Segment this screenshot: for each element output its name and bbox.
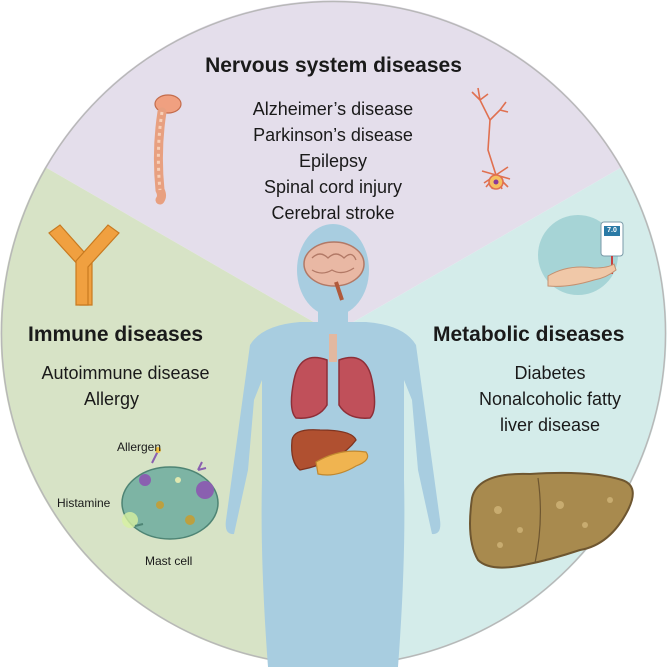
immune-item: Allergy	[84, 389, 140, 409]
liver-icon	[291, 429, 357, 471]
metabolic-list: Diabetes Nonalcoholic fatty liver diseas…	[432, 360, 667, 438]
antibody-icon	[48, 224, 120, 306]
nervous-item: Cerebral stroke	[271, 203, 395, 223]
spinal-cord-icon	[153, 94, 182, 205]
fatty-liver-icon	[469, 471, 634, 569]
nervous-item: Alzheimer’s disease	[252, 99, 414, 119]
immune-title: Immune diseases	[28, 323, 204, 346]
glucose-meter-reading: 7.0	[607, 227, 617, 234]
immune-item: Autoimmune disease	[41, 363, 210, 383]
brain-icon	[303, 241, 365, 301]
mast-cell-label: Mast cell	[145, 554, 193, 568]
nervous-list: Alzheimer’s disease Parkinson’s disease …	[210, 96, 456, 226]
nervous-item: Spinal cord injury	[263, 177, 403, 197]
neuron-icon	[471, 87, 511, 190]
nervous-item: Epilepsy	[298, 151, 368, 171]
allergen-label: Allergen	[117, 440, 162, 454]
lungs-icon	[290, 334, 376, 419]
immune-list: Autoimmune disease Allergy	[18, 360, 233, 412]
nervous-item: Parkinson’s disease	[253, 125, 413, 145]
metabolic-item: Nonalcoholic fatty	[478, 389, 622, 409]
glucose-meter-icon	[538, 215, 624, 295]
mast-cell-icon	[121, 447, 219, 540]
metabolic-item: Diabetes	[514, 363, 586, 383]
metabolic-title: Metabolic diseases	[433, 323, 625, 346]
pancreas-icon	[315, 450, 369, 476]
nervous-title: Nervous system diseases	[205, 54, 462, 77]
metabolic-item: liver disease	[499, 415, 601, 435]
histamine-label: Histamine	[57, 496, 111, 510]
nervous-sector	[45, 0, 622, 334]
